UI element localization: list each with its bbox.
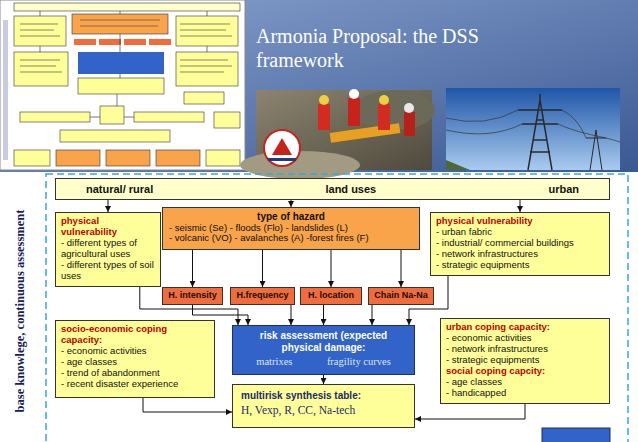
rescue-photo: [240, 89, 435, 179]
connector-arrow: [415, 404, 525, 419]
connector-arrow: [323, 375, 324, 384]
box-text: land uses: [325, 183, 376, 195]
box-heading: risk assessment (expected physical damag…: [239, 330, 408, 354]
box-text: - age classes: [61, 357, 209, 368]
box-text: Chain Na-Na: [373, 290, 429, 301]
box-text: natural/ rural: [86, 183, 153, 195]
box-text: H. location: [305, 290, 357, 301]
box-heading: physical vulnerability: [436, 216, 604, 227]
connector-arrow: [401, 250, 402, 287]
connector-arrow: [372, 305, 373, 325]
connector-arrow: [291, 200, 292, 207]
connector-arrow: [331, 250, 332, 287]
assessment-frame: [46, 174, 628, 442]
box-text: - economic activities: [61, 346, 209, 357]
hazard-attribute-box: Chain Na-Na: [368, 287, 434, 305]
box-text: - economic activities: [446, 333, 604, 344]
diagram-background: [0, 172, 638, 442]
box-text: - volcanic (VO) - avalanches (A) -forest…: [169, 233, 413, 244]
connector-arrow: [323, 305, 324, 325]
connector-arrow: [291, 305, 292, 325]
vulnerability-box: physical vulnerability- urban fabric- in…: [430, 212, 610, 276]
box-text: - age classes: [446, 377, 604, 388]
power-line-photo: [446, 88, 620, 170]
framework-thumbnail: [0, 0, 245, 170]
output-box: [542, 428, 610, 442]
text-row: natural/ rural land uses urban: [56, 183, 609, 195]
box-text: - strategic equipments: [446, 355, 604, 366]
box-text: fragility curves: [327, 356, 391, 369]
box-text: - trend of abandonment: [61, 368, 209, 379]
box-text: matrixes: [256, 356, 292, 369]
box-text: - industrial/ commercial buildings: [436, 238, 604, 249]
connector-arrow: [192, 250, 193, 287]
title-background: [0, 0, 638, 172]
box-heading: socio-economic coping capacity:: [61, 324, 209, 346]
connector-arrow: [143, 398, 232, 412]
box-heading: physical vulnerability: [61, 216, 155, 238]
box-text: - handicapped: [446, 388, 604, 399]
hazard-attribute-box: H.frequency: [230, 287, 295, 305]
side-label: base knowlege, continuous assessment: [13, 181, 27, 441]
box-text: H. intensity: [167, 290, 218, 301]
box-heading: social coping capcity:: [446, 366, 604, 377]
hazard-box: type of hazard- seismic (Se) - floods (F…: [162, 207, 420, 250]
slide-title: Armonia Proposal: the DSS framework: [256, 24, 531, 72]
text-row: matrixes fragility curves: [239, 356, 408, 369]
hazard-attribute-box: H. location: [300, 287, 362, 305]
vulnerability-box: urban coping capacity:- economic activit…: [440, 318, 610, 404]
box-text: - urban fabric: [436, 227, 604, 238]
box-text: - network infrastructures: [446, 344, 604, 355]
box-text: - different types of agricultural uses: [61, 238, 155, 260]
header-band: natural/ rural land uses urban: [55, 178, 610, 200]
box-text: H, Vexp, R, CC, Na-tech: [241, 403, 406, 417]
box-heading: multirisk synthesis table:: [241, 390, 406, 403]
connector-arrow: [520, 200, 521, 212]
synthesis-box: multirisk synthesis table:H, Vexp, R, CC…: [232, 384, 415, 428]
box-text: urban: [548, 183, 579, 195]
vulnerability-box: socio-economic coping capacity:- economi…: [55, 320, 215, 398]
box-text: - seismic (Se) - floods (Flo) - landslid…: [169, 223, 413, 234]
box-text: - network infrastructures: [436, 249, 604, 260]
connector-arrow: [108, 200, 109, 212]
box-text: - different types of soil uses: [61, 260, 155, 282]
assessment-box: risk assessment (expected physical damag…: [232, 325, 415, 375]
box-heading: type of hazard: [169, 211, 413, 223]
box-heading: urban coping capacity:: [446, 322, 604, 333]
vulnerability-box: physical vulnerability- different types …: [55, 212, 161, 287]
box-text: - strategic equipments: [436, 260, 604, 271]
box-text: - recent disaster experience: [61, 379, 209, 390]
hazard-attribute-box: H. intensity: [162, 287, 223, 305]
connector-arrow: [262, 250, 263, 287]
box-text: H.frequency: [235, 290, 290, 301]
